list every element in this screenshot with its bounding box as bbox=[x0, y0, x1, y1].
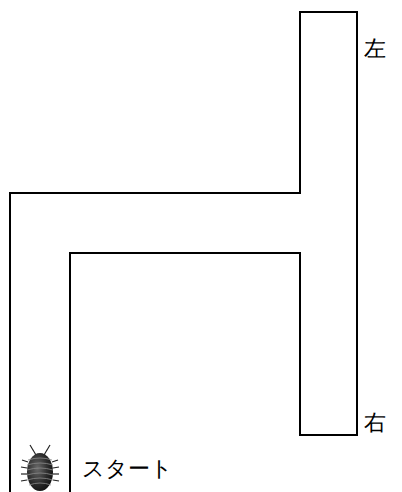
maze-label: 左 bbox=[364, 36, 386, 62]
pill-bug bbox=[21, 445, 59, 491]
maze-wall bbox=[10, 12, 357, 492]
maze-label: 右 bbox=[364, 410, 386, 436]
maze-label: スタート bbox=[82, 456, 173, 482]
